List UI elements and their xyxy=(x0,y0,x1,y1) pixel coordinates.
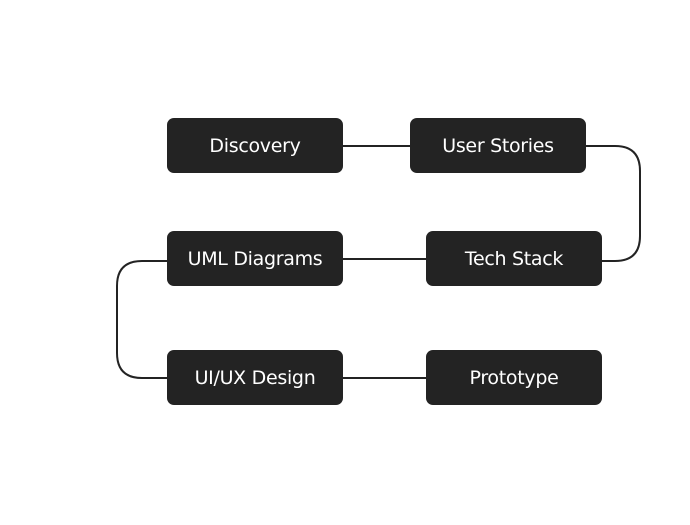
node-prototype[interactable]: Prototype xyxy=(426,350,602,405)
node-label: UI/UX Design xyxy=(194,366,316,389)
edge-user-stories-tech-stack xyxy=(586,145,641,262)
node-tech-stack[interactable]: Tech Stack xyxy=(426,231,602,286)
node-label: User Stories xyxy=(442,134,554,157)
edge-uml-diagrams-ui-ux-design xyxy=(116,260,167,379)
node-label: Prototype xyxy=(469,366,559,389)
node-discovery[interactable]: Discovery xyxy=(167,118,343,173)
node-user-stories[interactable]: User Stories xyxy=(410,118,586,173)
node-uml-diagrams[interactable]: UML Diagrams xyxy=(167,231,343,286)
node-label: UML Diagrams xyxy=(187,247,323,270)
node-label: Discovery xyxy=(209,134,301,157)
node-label: Tech Stack xyxy=(464,247,564,270)
node-ui-ux-design[interactable]: UI/UX Design xyxy=(167,350,343,405)
